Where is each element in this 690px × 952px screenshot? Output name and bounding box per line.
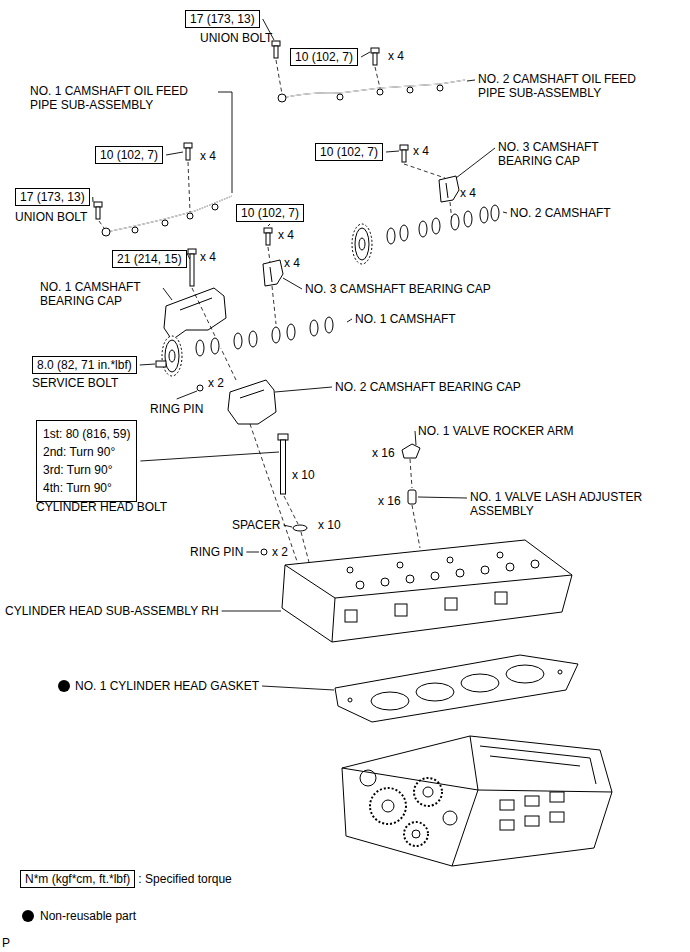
torque-value: 8.0 (82, 71 in.*lbf) — [37, 358, 132, 372]
part-label: SERVICE BOLT — [32, 376, 118, 390]
part-label: x 4 — [460, 186, 476, 200]
part-label: x 10 — [292, 468, 315, 482]
part-label: NO. 1 CYLINDER HEAD GASKET — [75, 679, 259, 693]
torque-value: 10 (102, 7) — [320, 145, 378, 159]
torque-value: N*m (kgf*cm, ft.*lbf) — [25, 872, 130, 886]
legend-text: Non-reusable part — [40, 909, 136, 923]
torque-box: 17 (173, 13) — [15, 188, 90, 206]
torque-value: 3rd: Turn 90° — [43, 461, 130, 479]
leader-line — [503, 212, 507, 213]
torque-box: 21 (214, 15) — [112, 250, 187, 268]
torque-box: 10 (102, 7) — [290, 48, 358, 66]
leader-line — [415, 431, 416, 445]
part-label: NO. 1 CAMSHAFT OIL FEED PIPE SUB-ASSEMBL… — [30, 84, 215, 112]
leader-line — [218, 92, 232, 193]
leader-line — [283, 278, 302, 289]
leader-line — [140, 364, 155, 365]
leader-line — [456, 148, 495, 178]
part-label: x 16 — [378, 494, 401, 508]
part-label: CYLINDER HEAD BOLT — [36, 500, 167, 514]
torque-box: 17 (173, 13) — [185, 10, 260, 28]
leader-line — [268, 224, 270, 226]
torque-value: 17 (173, 13) — [190, 12, 255, 26]
part-label: x 10 — [318, 518, 341, 532]
part-label: RING PIN — [190, 545, 243, 559]
torque-value: 10 (102, 7) — [295, 50, 353, 64]
part-label: UNION BOLT — [15, 210, 87, 224]
torque-value: 10 (102, 7) — [241, 206, 299, 220]
torque-value: 4th: Turn 90° — [43, 479, 130, 497]
part-label: NO. 1 VALVE LASH ADJUSTER ASSEMBLY — [470, 490, 680, 518]
torque-value: 17 (173, 13) — [20, 190, 85, 204]
torque-box: 1st: 80 (816, 59)2nd: Turn 90°3rd: Turn … — [36, 420, 137, 502]
torque-box: 8.0 (82, 71 in.*lbf) — [32, 356, 137, 374]
leader-line — [386, 151, 399, 152]
torque-box: N*m (kgf*cm, ft.*lbf) — [20, 870, 135, 888]
part-label: x 4 — [413, 144, 429, 158]
leader-line — [262, 686, 334, 690]
part-label: x 16 — [372, 446, 395, 460]
part-label: NO. 2 CAMSHAFT — [510, 206, 611, 220]
leader-line — [222, 611, 281, 612]
part-label: RING PIN — [150, 402, 203, 416]
part-label: P — [2, 936, 10, 950]
legend-text: : Specified torque — [138, 872, 231, 886]
part-label: x 2 — [272, 545, 288, 559]
part-label: NO. 3 CAMSHAFT BEARING CAP — [305, 282, 491, 296]
torque-value: 1st: 80 (816, 59) — [43, 425, 130, 443]
leader-line — [283, 525, 292, 527]
part-label: x 4 — [200, 250, 216, 264]
leader-line — [361, 52, 370, 57]
leader-line — [418, 497, 467, 498]
leader-line — [187, 253, 190, 259]
leader-line — [92, 197, 93, 202]
torque-box: 10 (102, 7) — [315, 143, 383, 161]
leader-line — [467, 80, 475, 81]
leader-line — [166, 152, 183, 155]
torque-value: 10 (102, 7) — [100, 148, 158, 162]
torque-box: 10 (102, 7) — [95, 146, 163, 164]
leader-line — [275, 387, 332, 392]
part-label: x 4 — [388, 49, 404, 63]
part-label: CYLINDER HEAD SUB-ASSEMBLY RH — [5, 604, 219, 618]
leader-line — [177, 391, 197, 399]
torque-value: 21 (214, 15) — [117, 252, 182, 266]
torque-box: 10 (102, 7) — [236, 204, 304, 222]
part-label: NO. 2 CAMSHAFT BEARING CAP — [335, 380, 521, 394]
torque-value: 2nd: Turn 90° — [43, 443, 130, 461]
part-label: NO. 2 CAMSHAFT OIL FEED PIPE SUB-ASSEMBL… — [478, 72, 663, 100]
leader-line — [163, 288, 172, 300]
leader-line — [140, 452, 279, 461]
part-label: x 4 — [200, 149, 216, 163]
part-label: UNION BOLT — [200, 31, 272, 45]
part-label: x 4 — [278, 228, 294, 242]
part-label: NO. 1 CAMSHAFT BEARING CAP — [40, 280, 160, 308]
part-label: x 4 — [284, 256, 300, 270]
part-label: NO. 3 CAMSHAFT BEARING CAP — [498, 140, 648, 168]
part-label: NO. 1 VALVE ROCKER ARM — [418, 424, 574, 438]
leader-line — [347, 319, 352, 322]
part-label: SPACER — [232, 518, 280, 532]
leader-line — [246, 552, 259, 553]
part-label: NO. 1 CAMSHAFT — [355, 312, 456, 326]
part-label: x 2 — [208, 376, 224, 390]
